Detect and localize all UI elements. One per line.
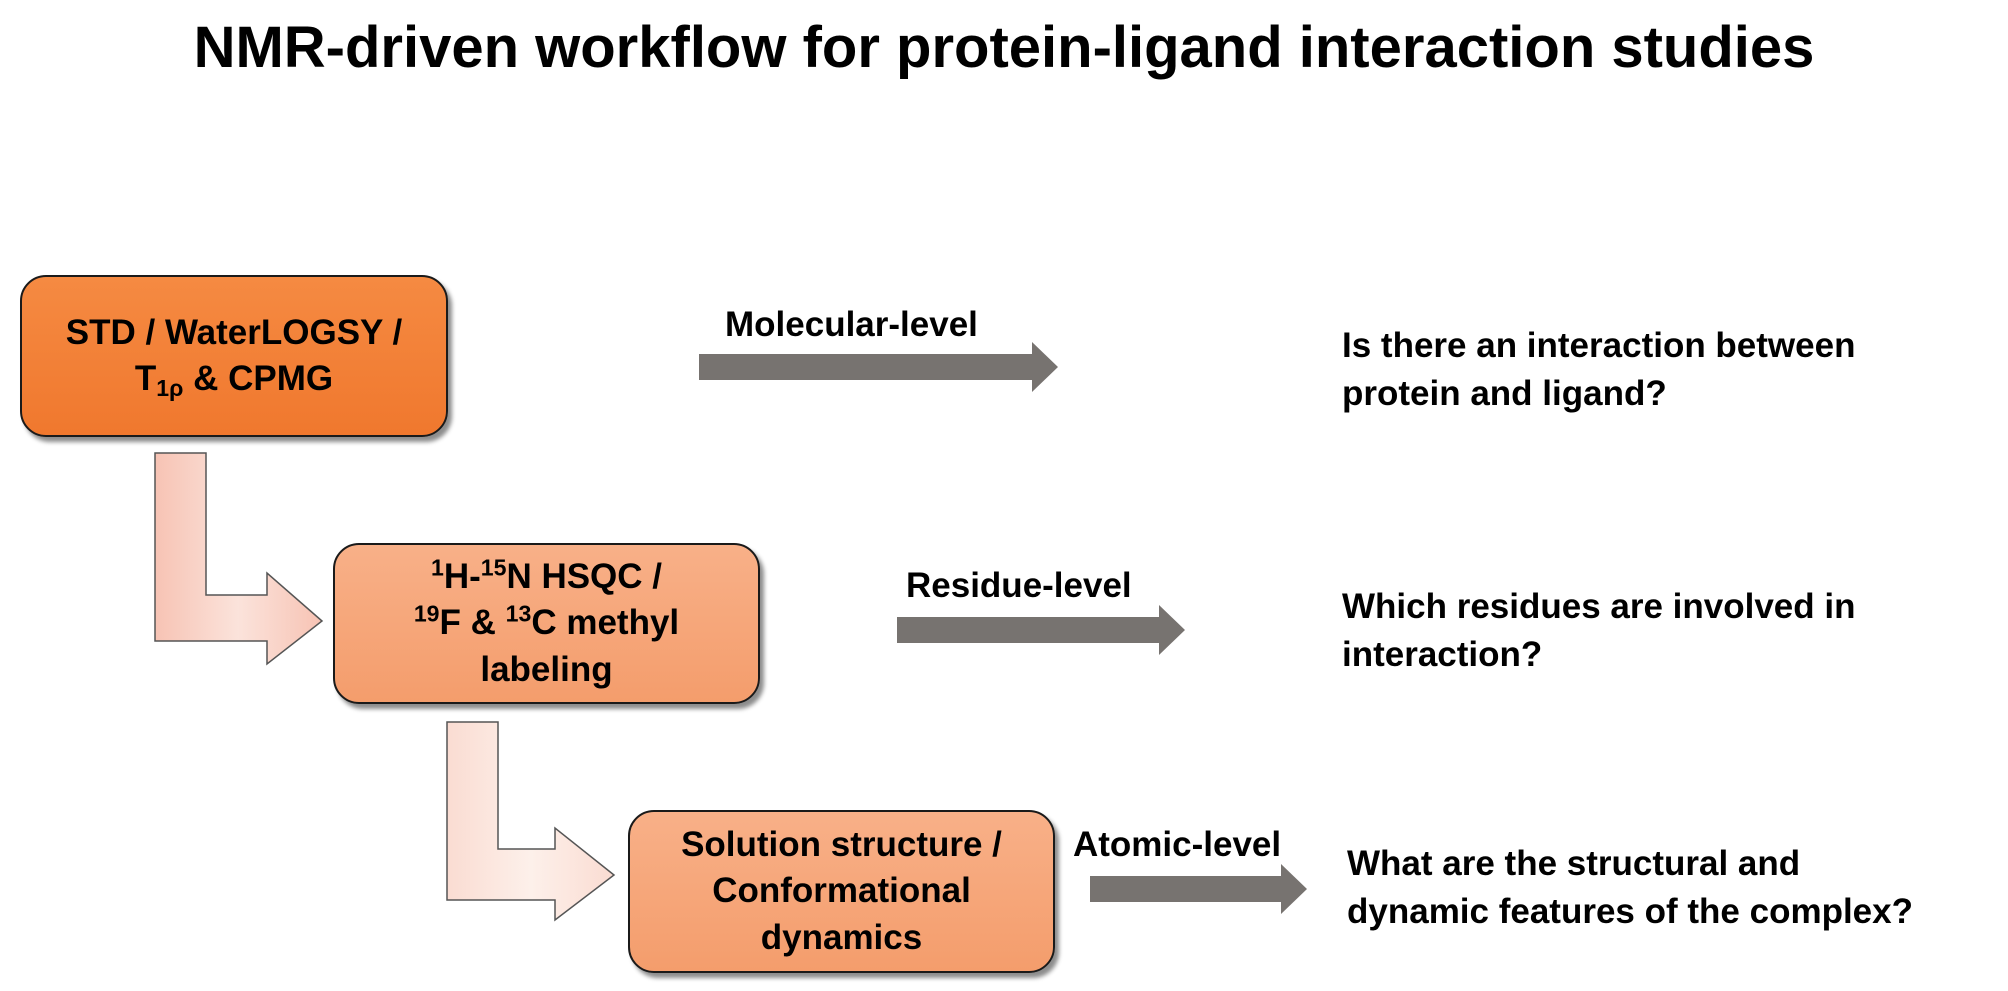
step2-line1: 1H-15N HSQC / (430, 554, 663, 597)
level-arrow-atomic (1090, 864, 1307, 914)
question-residue: Which residues are involved in interacti… (1342, 587, 1856, 675)
level-label-molecular: Molecular-level (725, 305, 978, 344)
question-molecular: Is there an interaction between protein … (1342, 326, 1856, 414)
step3-box: Solution structure / Conformational dyna… (628, 810, 1055, 973)
question-atomic: What are the structural and dynamic feat… (1347, 844, 1913, 932)
step3-line3: dynamics (760, 917, 923, 957)
connector-arrow-step2-to-step3 (446, 721, 616, 922)
level-arrow-residue (897, 605, 1185, 655)
level-label-residue: Residue-level (906, 566, 1132, 605)
step3-line2: Conformational (712, 871, 971, 911)
diagram-title: NMR-driven workflow for protein-ligand i… (193, 15, 1815, 80)
level-label-atomic: Atomic-level (1073, 825, 1282, 864)
level-arrow-molecular (699, 342, 1058, 392)
step1-line2: T1ρ & CPMG (134, 359, 334, 401)
step3-line1: Solution structure / (681, 825, 1002, 865)
step2-line2: 19F & 13C methyl (413, 600, 680, 643)
step1-line1: STD / WaterLOGSY / (65, 312, 403, 352)
step1-box: STD / WaterLOGSY / T1ρ & CPMG (20, 275, 448, 437)
step2-line3: labeling (480, 649, 613, 689)
step2-box: 1H-15N HSQC / 19F & 13C methyl labeling (333, 543, 760, 704)
connector-arrow-step1-to-step2 (154, 452, 324, 666)
